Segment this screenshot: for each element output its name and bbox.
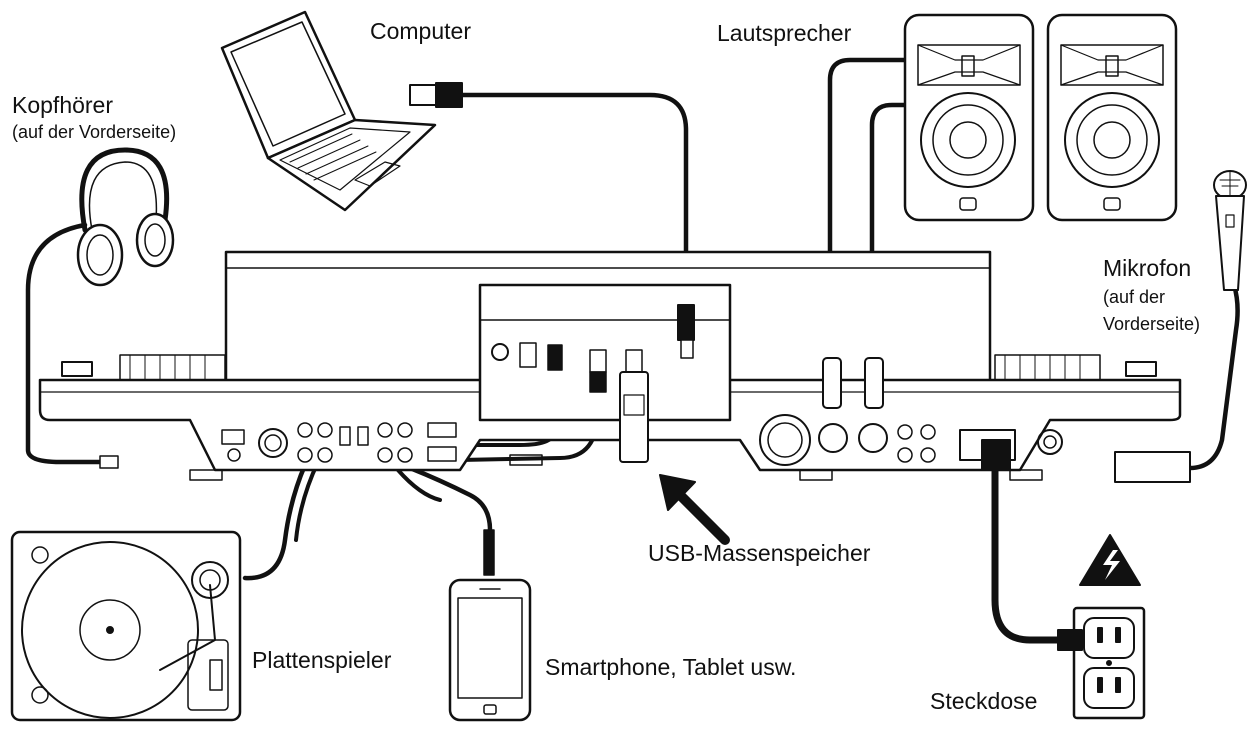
- usb-stick-icon: [619, 349, 649, 463]
- microphone-icon: [1213, 170, 1247, 291]
- warning-icon: [1079, 534, 1141, 586]
- usb-cable-computer: [457, 92, 689, 313]
- speaker-cable-left: [827, 57, 908, 363]
- turntable-cable: [242, 462, 308, 581]
- laptop-icon: [220, 10, 437, 212]
- turntable-icon: [10, 530, 242, 722]
- label-microphone: Mikrofon: [1103, 255, 1192, 281]
- label-microphone-note-1: (auf der: [1103, 287, 1166, 307]
- label-microphone-note-2: Vorderseite): [1103, 314, 1201, 334]
- power-cable: [991, 466, 1079, 644]
- speaker-icon: [903, 13, 1178, 222]
- headphone-cable: [25, 222, 103, 465]
- label-computer: Computer: [370, 18, 471, 44]
- smartphone-icon: [448, 529, 532, 722]
- dj-controller: [38, 250, 1182, 481]
- plugs: [99, 304, 1191, 483]
- arrow-usb: [659, 474, 730, 545]
- label-smartphone: Smartphone, Tablet usw.: [545, 654, 797, 680]
- label-headphones-note: (auf der Vorderseite): [12, 122, 177, 142]
- label-outlet: Steckdose: [930, 688, 1038, 714]
- power-outlet-icon: [1057, 606, 1146, 720]
- label-speakers: Lautsprecher: [717, 20, 852, 46]
- label-turntable: Plattenspieler: [252, 647, 392, 673]
- label-headphones: Kopfhörer: [12, 92, 114, 118]
- speaker-cable-right: [869, 102, 908, 363]
- usb-plug-icon: [409, 82, 463, 108]
- headphones-icon: [76, 147, 175, 287]
- smartphone-cable: [407, 465, 493, 533]
- label-usb-storage: USB-Massenspeicher: [648, 540, 871, 566]
- smartphone-cable-2: [396, 468, 442, 502]
- mic-cable: [1187, 282, 1240, 471]
